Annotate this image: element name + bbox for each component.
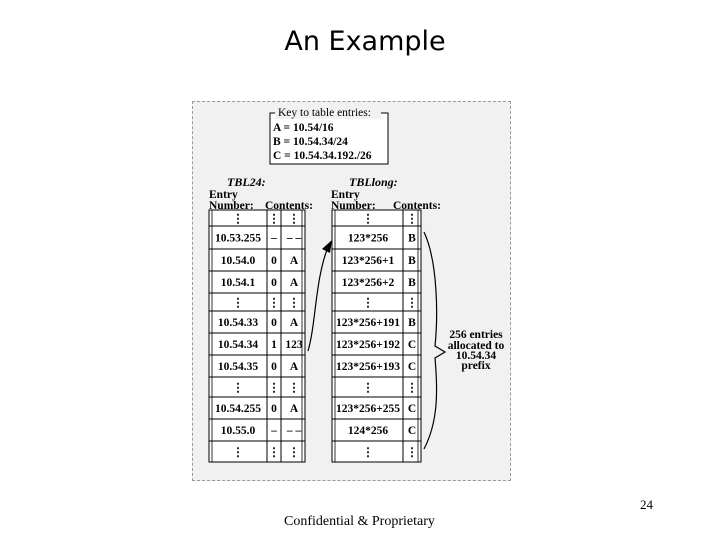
tbl24-cell-content: – – (286, 233, 302, 245)
tbllong-cell-entry: 124*256 (348, 425, 389, 437)
tbl24-cell-flag: ⋮ (268, 381, 280, 394)
tbllong-header-entry-1: Entry (331, 189, 360, 201)
tbl24-cell-entry: ⋮ (232, 296, 244, 309)
allocation-brace (423, 231, 447, 450)
tbllong-cell-content: C (408, 339, 416, 351)
tbllong-header-contents: Contents: (393, 200, 441, 212)
tbllong-cell-entry: 123*256+2 (342, 277, 395, 289)
note-line-3: 10.54.34 (456, 350, 497, 362)
tbl24-cell-content: A (290, 277, 299, 289)
tbl24-cell-entry: ⋮ (232, 212, 244, 225)
pointer-arrow (307, 240, 332, 352)
tbllong-header-entry-2: Number: (331, 200, 376, 212)
key-heading: Key to table entries: (278, 107, 371, 119)
allocation-note: 256 entries allocated to 10.54.34 prefix (448, 329, 505, 372)
tbl24-cell-flag: ⋮ (268, 446, 280, 459)
tbllong-cell-entry: ⋮ (362, 381, 374, 394)
key-line-c: C = 10.54.34.192./26 (273, 150, 372, 162)
tbllong-cell-content: C (408, 425, 416, 437)
tbl24-cell-content: 123 (285, 339, 303, 351)
tbl24-header-entry-2: Number: (209, 200, 254, 212)
footer-confidential: Confidential & Proprietary (284, 514, 435, 529)
tbllong-cell-entry: 123*256+192 (336, 339, 400, 351)
tbl24-cell-flag: – (270, 233, 277, 245)
tbllong-cell-content: C (408, 361, 416, 373)
note-line-4: prefix (461, 360, 490, 372)
tbl24-cell-content: – – (286, 425, 302, 437)
tbl24-cell-flag: ⋮ (268, 296, 280, 309)
tbllong-cell-content: ⋮ (406, 296, 418, 309)
tbllong-cell-content: B (408, 233, 416, 245)
tbl24-cell-content: A (290, 255, 299, 267)
tbl24-cell-entry: 10.54.255 (215, 403, 261, 415)
tbl24-cell-flag: 0 (271, 277, 277, 289)
tbl24-cell-entry: 10.54.0 (221, 255, 256, 267)
key-line-a: A = 10.54/16 (273, 122, 334, 134)
tbllong-name: TBLlong: (349, 175, 398, 189)
tbl24-cell-entry: 10.54.35 (218, 361, 259, 373)
tbl24-header-contents: Contents: (265, 200, 313, 212)
tbl24-cell-entry: 10.55.0 (221, 425, 256, 437)
tbllong-cell-entry: ⋮ (362, 446, 374, 459)
tbl24-name: TBL24: (227, 175, 266, 189)
tbl24-cell-flag: 1 (271, 339, 277, 351)
tbl24-cell-content: A (290, 317, 299, 329)
tbl24-cell-content: ⋮ (288, 446, 300, 459)
tbl24-cell-entry: 10.54.34 (218, 339, 259, 351)
tbllong-cell-entry: 123*256+193 (336, 361, 400, 373)
tbllong-cell-content: B (408, 255, 416, 267)
tbl24-cell-content: ⋮ (288, 212, 300, 225)
tbl24-cell-content: A (290, 403, 299, 415)
tbl24-cell-entry: 10.54.1 (221, 277, 256, 289)
tbl24-cell-entry: 10.53.255 (215, 233, 261, 245)
figure-canvas: Key to table entries: A = 10.54/16 B = 1… (208, 106, 505, 463)
tbl24-cell-content: A (290, 361, 299, 373)
key-box: Key to table entries: A = 10.54/16 B = 1… (269, 106, 389, 165)
tbllong-cell-content: ⋮ (406, 446, 418, 459)
tbl24-cell-flag: 0 (271, 361, 277, 373)
tbllong-cell-entry: 123*256+255 (336, 403, 400, 415)
tbl24-cell-flag: 0 (271, 255, 277, 267)
tbllong-cell-content: ⋮ (406, 381, 418, 394)
tbl24-cell-content: ⋮ (288, 296, 300, 309)
page-number: 24 (640, 497, 653, 512)
tbl24-cell-flag: – (270, 425, 277, 437)
tbl24-cell-content: ⋮ (288, 381, 300, 394)
tbl24-cell-entry: ⋮ (232, 446, 244, 459)
tbllong-cell-content: B (408, 277, 416, 289)
key-line-b: B = 10.54.34/24 (273, 136, 348, 148)
tbllong-cell-entry: 123*256 (348, 233, 389, 245)
tbllong-cell-entry: 123*256+1 (342, 255, 395, 267)
tbl24-cell-flag: 0 (271, 317, 277, 329)
tbllong-cell-content: C (408, 403, 416, 415)
note-line-1: 256 entries (449, 329, 503, 341)
tbl24-cell-flag: 0 (271, 403, 277, 415)
tbl24-header-entry-1: Entry (209, 189, 238, 201)
lookup-table-figure: Key to table entries: A = 10.54/16 B = 1… (192, 101, 511, 481)
tbl24-cell-flag: ⋮ (268, 212, 280, 225)
tbl24-cell-entry: ⋮ (232, 381, 244, 394)
tbllong-cell-entry: ⋮ (362, 212, 374, 225)
slide-title: An Example (284, 26, 446, 57)
note-line-2: allocated to (448, 340, 505, 352)
tbllong-cell-content: B (408, 317, 416, 329)
tbl24-cell-entry: 10.54.33 (218, 317, 259, 329)
tbllong-cell-content: ⋮ (406, 212, 418, 225)
tbllong-cell-entry: ⋮ (362, 296, 374, 309)
tbllong-cell-entry: 123*256+191 (336, 317, 400, 329)
